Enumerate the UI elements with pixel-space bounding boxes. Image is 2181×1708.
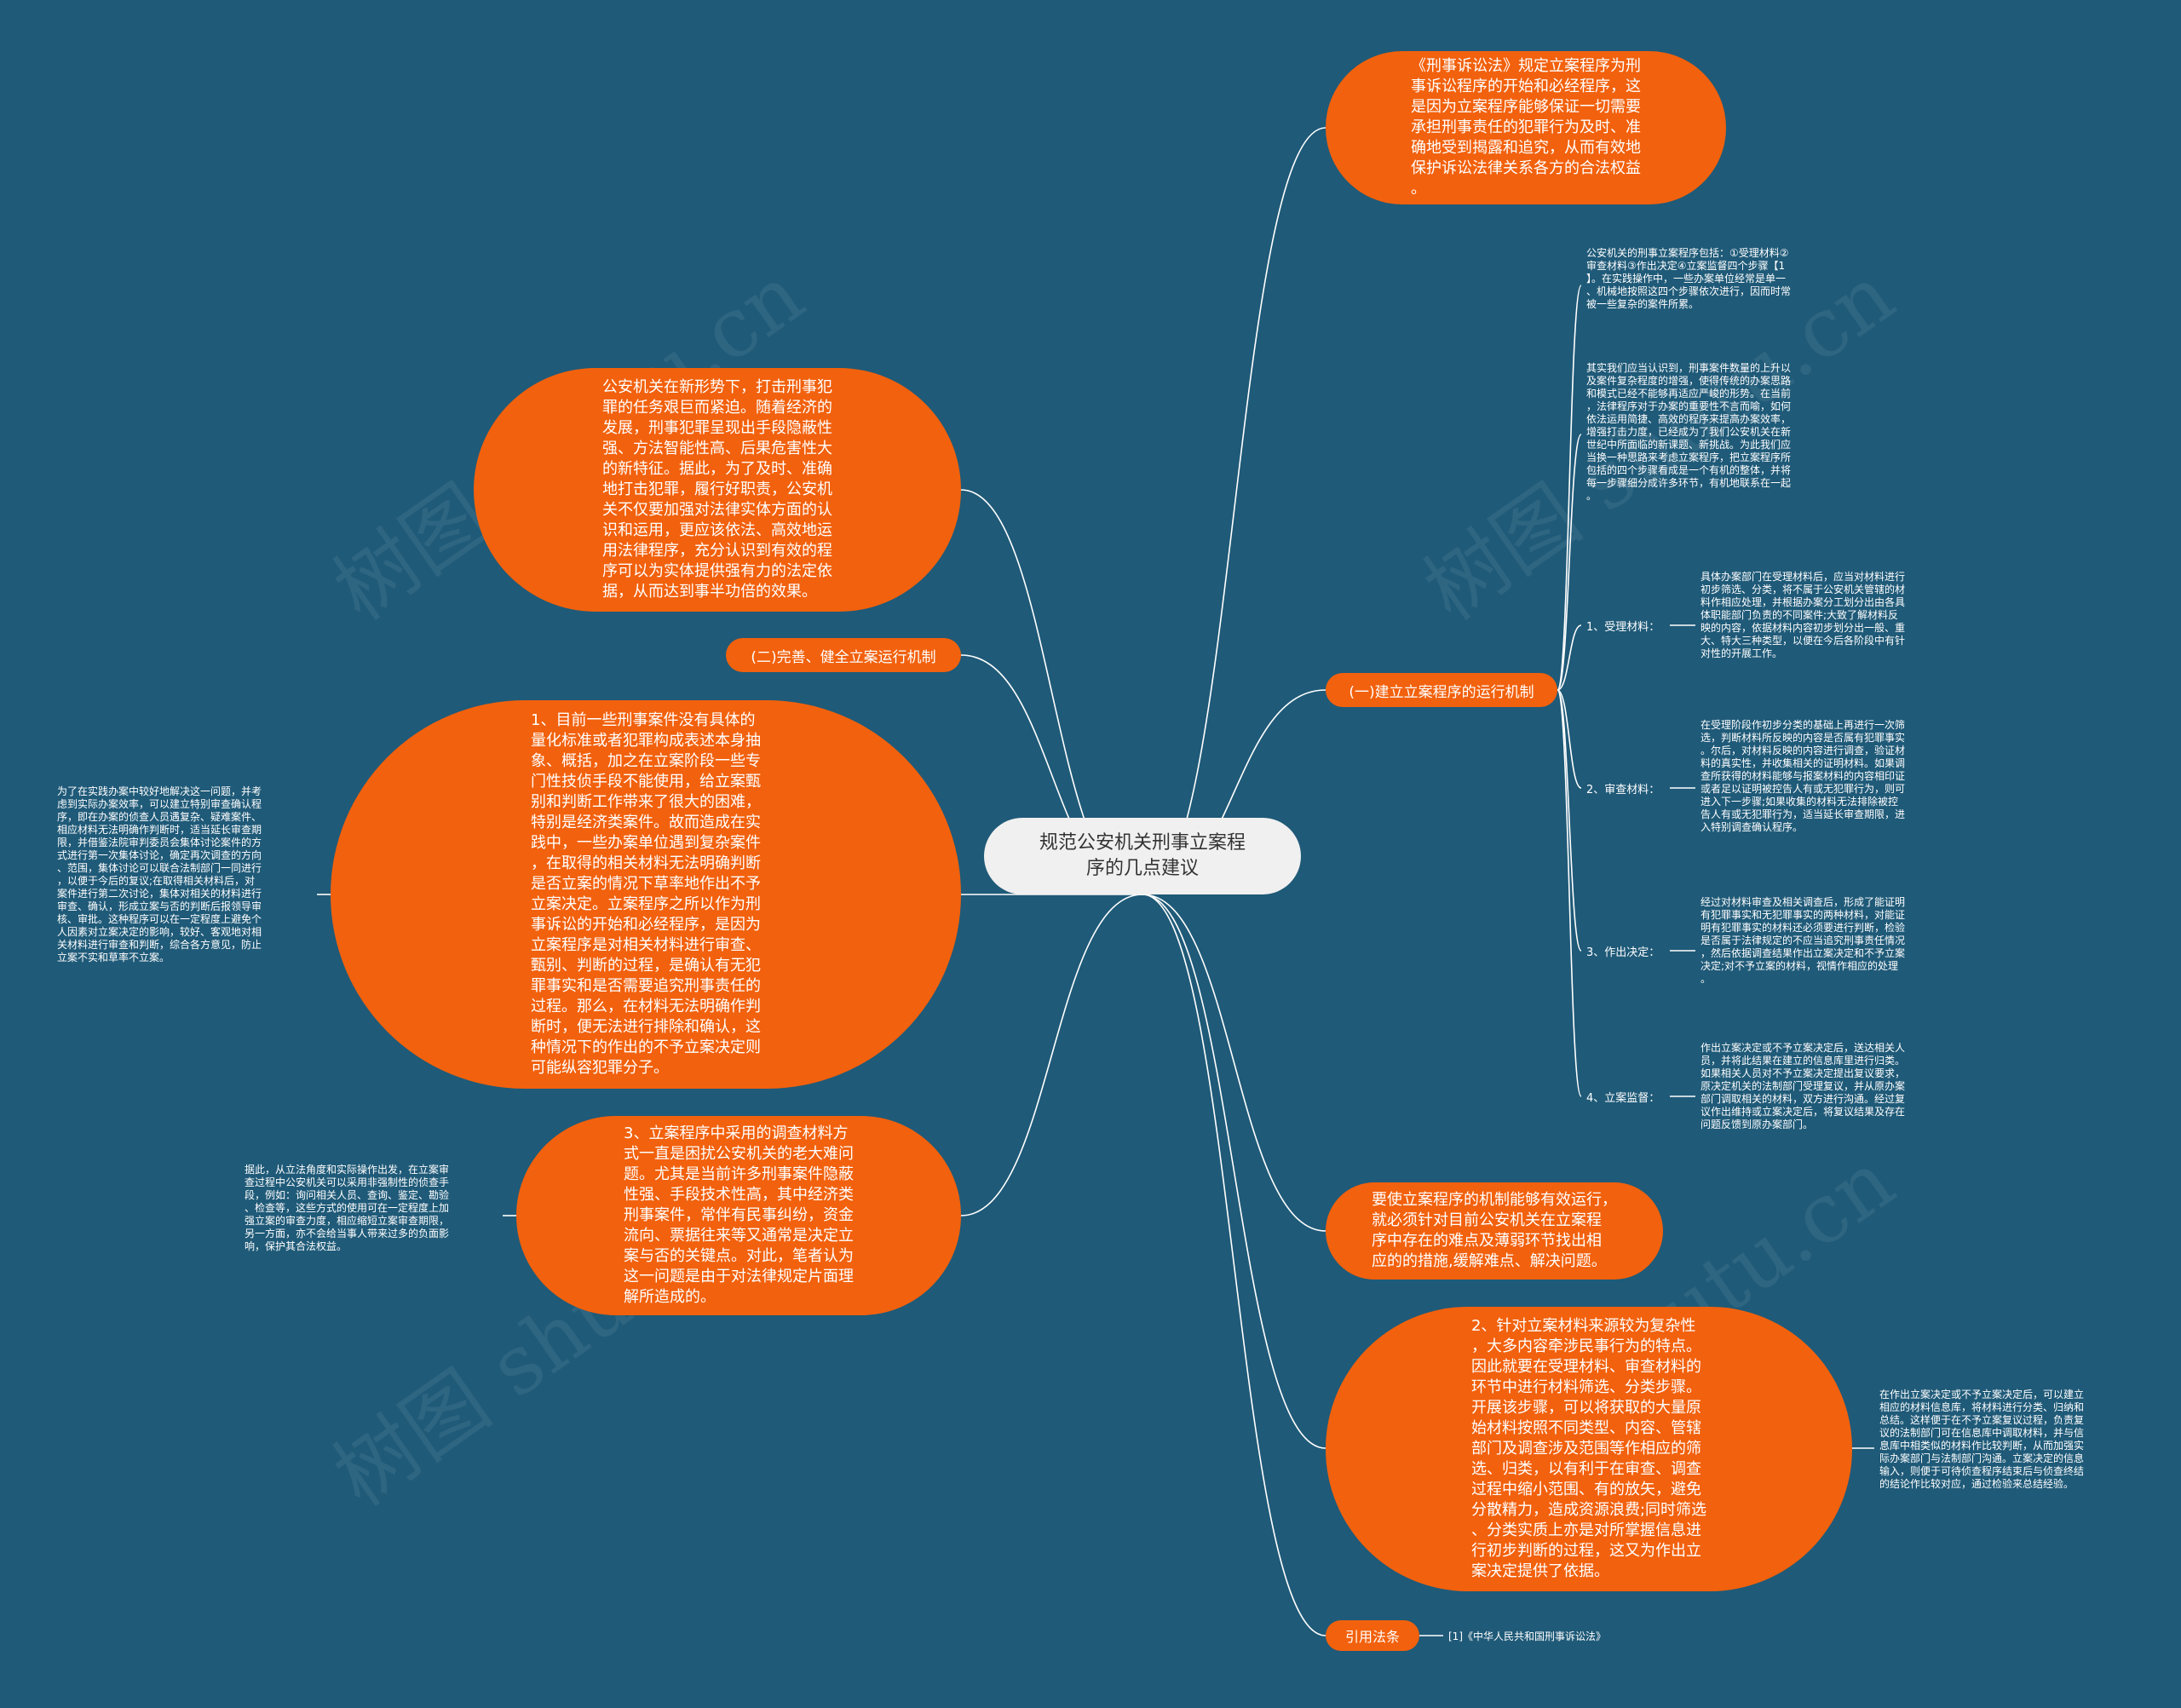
- point3-note: 据此，从立法角度和实际操作出发，在立案审 查过程中公安机关可以采用非强制性的侦查…: [245, 1164, 450, 1252]
- connector-branch1-step1: [1557, 624, 1582, 691]
- branch-establish-label: (一)建立立案程序的运行机制: [1349, 683, 1534, 701]
- connector-root-point3: [960, 894, 1143, 1216]
- point3-node[interactable]: 3、立案程序中采用的调查材料方 式一直是困扰公安机关的老大难问 题。尤其是当前许…: [516, 1116, 961, 1315]
- branch-improve-label: (二)完善、健全立案运行机制: [751, 648, 936, 666]
- rethink-procedure-note: 其实我们应当认识到，刑事案件数量的上升以 及案件复杂程度的增强，使得传统的办案思…: [1586, 362, 1792, 502]
- connector-root-point2: [1142, 894, 1326, 1449]
- root-node[interactable]: 规范公安机关刑事立案程 序的几点建议: [984, 818, 1301, 894]
- connector-branch1-step3: [1557, 689, 1582, 952]
- step-decide-label[interactable]: 3、作出决定：: [1586, 946, 1660, 959]
- branch-establish-mechanism[interactable]: (一)建立立案程序的运行机制: [1326, 673, 1557, 707]
- point1-node[interactable]: 1、目前一些刑事案件没有具体的 量化标准或者犯罪构成表述本身抽 象、概括，加之在…: [331, 700, 961, 1089]
- step-supervise-label[interactable]: 4、立案监督：: [1586, 1091, 1660, 1105]
- point2-node[interactable]: 2、针对立案材料来源较为复杂性 ，大多内容牵涉民事行为的特点。 因此就要在受理材…: [1326, 1307, 1852, 1591]
- step-review-note: 在受理阶段作初步分类的基础上再进行一次筛 选，判断材料所反映的内容是否属有犯罪事…: [1700, 719, 1906, 833]
- procedure-steps-note: 公安机关的刑事立案程序包括：①受理材料② 审查材料③作出决定④立案监督四个步骤【…: [1586, 247, 1792, 310]
- measures-node[interactable]: 要使立案程序的机制能够有效运行， 就必须针对目前公安机关在立案程 序中存在的难点…: [1326, 1182, 1663, 1280]
- connector-branch1-step2: [1557, 689, 1582, 789]
- connector-root-citation: [1142, 894, 1326, 1636]
- intro-node[interactable]: 《刑事诉讼法》规定立案程序为刑 事诉讼程序的开始和必经程序，这 是因为立案程序能…: [1326, 51, 1726, 204]
- point1-text: 1、目前一些刑事案件没有具体的 量化标准或者犯罪构成表述本身抽 象、概括，加之在…: [531, 711, 761, 1077]
- context-node[interactable]: 公安机关在新形势下，打击刑事犯 罪的任务艰巨而紧迫。随着经济的 发展，刑事犯罪呈…: [474, 368, 961, 612]
- step-accept-label[interactable]: 1、受理材料：: [1586, 620, 1660, 634]
- step-supervise-note: 作出立案决定或不予立案决定后，送达相关人 员，并将此结果在建立的信息库里进行归类…: [1700, 1042, 1906, 1130]
- connector-root-intro: [1142, 127, 1326, 895]
- point1-note: 为了在实践办案中较好地解决这一问题，并考 虑到实际办案效率，可以建立特别审查确认…: [57, 785, 262, 963]
- point2-text: 2、针对立案材料来源较为复杂性 ，大多内容牵涉民事行为的特点。 因此就要在受理材…: [1470, 1317, 1707, 1580]
- branch-improve-mechanism[interactable]: (二)完善、健全立案运行机制: [726, 638, 961, 672]
- point3-text: 3、立案程序中采用的调查材料方 式一直是困扰公安机关的老大难问 题。尤其是当前许…: [624, 1124, 854, 1306]
- step-decide-note: 经过对材料审查及相关调查后，形成了能证明 有犯罪事实和无犯罪事实的两种材料，对能…: [1700, 896, 1906, 985]
- measures-text: 要使立案程序的机制能够有效运行， 就必须针对目前公安机关在立案程 序中存在的难点…: [1372, 1191, 1617, 1270]
- step-review-label[interactable]: 2、审查材料：: [1586, 783, 1660, 796]
- intro-text: 《刑事诉讼法》规定立案程序为刑 事诉讼程序的开始和必经程序，这 是因为立案程序能…: [1411, 57, 1641, 198]
- root-label: 规范公安机关刑事立案程 序的几点建议: [1039, 832, 1246, 879]
- connector-branch1-note2: [1557, 434, 1582, 691]
- citation-note[interactable]: [1]《中华人民共和国刑事诉讼法》: [1448, 1630, 1606, 1642]
- step-accept-note: 具体办案部门在受理材料后，应当对材料进行 初步筛选、分类，将不属于公安机关管辖的…: [1700, 571, 1906, 659]
- point2-note: 在作出立案决定或不予立案决定后，可以建立 相应的材料信息库，将材料进行分类、归纳…: [1879, 1389, 2085, 1490]
- citation-node[interactable]: 引用法条: [1326, 1620, 1419, 1651]
- connector-branch1-note1: [1557, 285, 1582, 691]
- citation-label: 引用法条: [1344, 1629, 1400, 1645]
- connector-branch1-step4: [1557, 689, 1582, 1097]
- connector-root-measures: [1142, 894, 1326, 1232]
- context-text: 公安机关在新形势下，打击刑事犯 罪的任务艰巨而紧迫。随着经济的 发展，刑事犯罪呈…: [602, 378, 832, 601]
